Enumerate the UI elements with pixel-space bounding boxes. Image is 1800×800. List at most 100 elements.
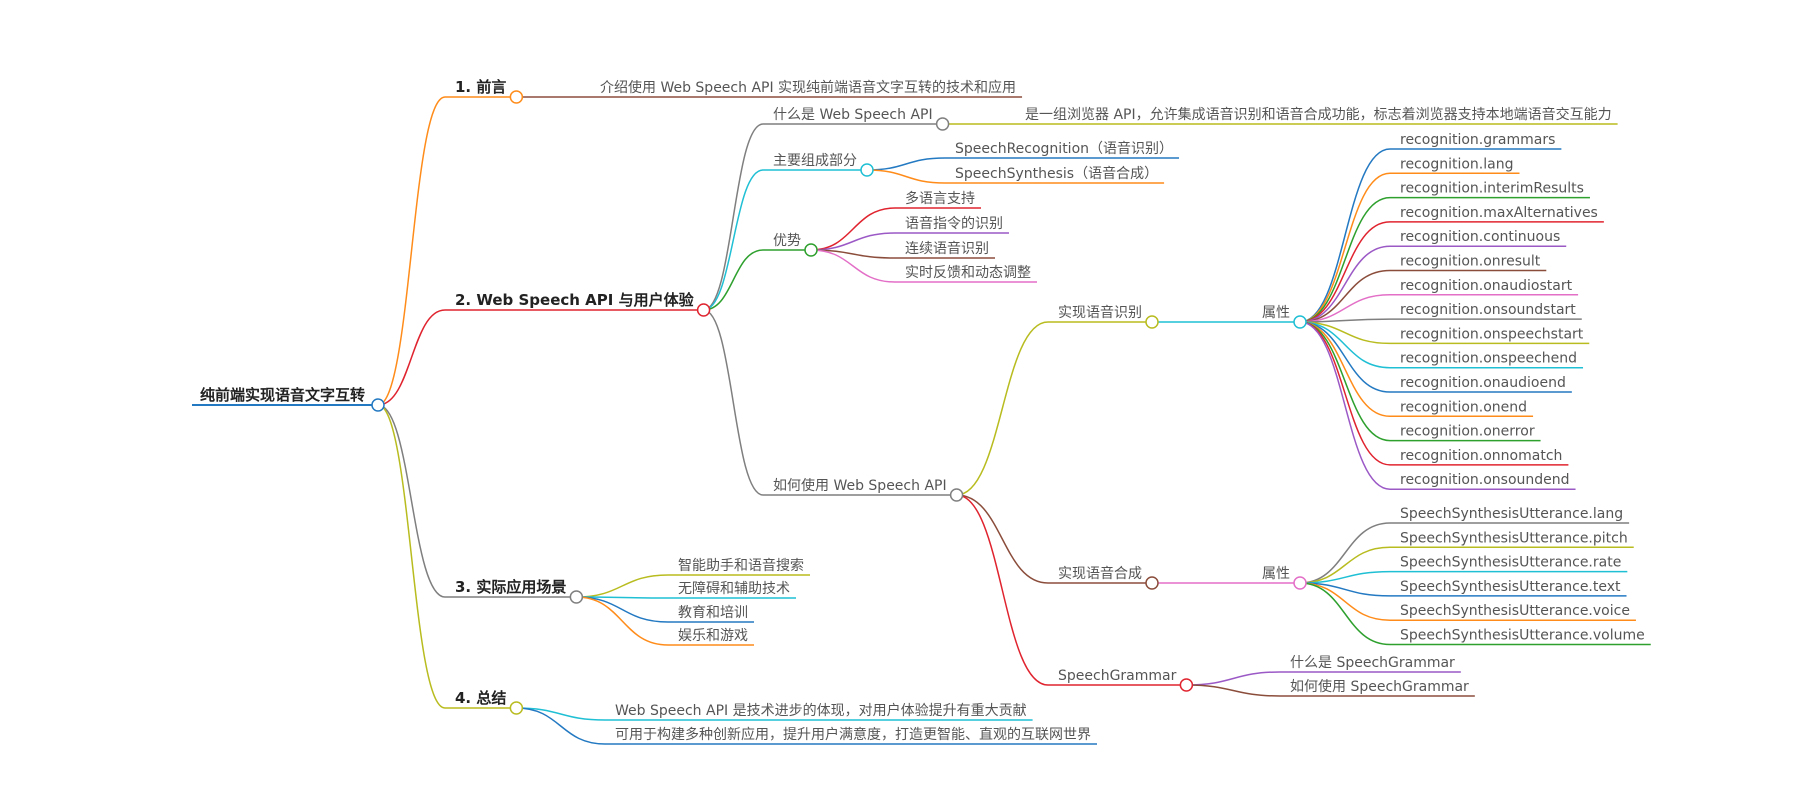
branch-3-circle[interactable] xyxy=(569,590,584,604)
topic-connector xyxy=(703,249,764,311)
branch-connector xyxy=(377,404,446,709)
grammar-leaf-connector xyxy=(1186,671,1281,686)
topic-connector xyxy=(703,309,764,496)
recognition-property: recognition.onend xyxy=(1400,399,1527,415)
topic-label: 主要组成部分 xyxy=(773,153,857,169)
recognition-property-connector xyxy=(1299,321,1391,490)
scenario-leaf-connector xyxy=(576,596,669,623)
usage-connector xyxy=(956,494,1049,686)
root-title: 纯前端实现语音文字互转 xyxy=(200,386,365,404)
component-leaf-connector xyxy=(866,169,946,184)
synthesis-property-connector xyxy=(1299,546,1391,584)
recognition-property-connector xyxy=(1299,221,1391,323)
preface-leaf: 介绍使用 Web Speech API 实现纯前端语音文字互转的技术和应用 xyxy=(600,79,1016,96)
scenario-leaf: 无障碍和辅助技术 xyxy=(678,581,790,597)
branch-4-circle[interactable] xyxy=(509,701,524,715)
recognition-property: recognition.onsoundstart xyxy=(1400,302,1576,318)
synthesis-property: SpeechSynthesisUtterance.lang xyxy=(1400,506,1623,522)
property-group-circle[interactable] xyxy=(1293,315,1307,329)
component-leaf-connector xyxy=(866,157,946,171)
branch-2-label: 2. Web Speech API 与用户体验 xyxy=(455,291,695,309)
topic-connector xyxy=(703,169,764,311)
advantage-leaf: 连续语音识别 xyxy=(905,240,989,257)
advantage-leaf-connector xyxy=(810,232,896,251)
underline-layer xyxy=(192,96,1651,745)
synthesis-property: SpeechSynthesisUtterance.rate xyxy=(1400,555,1621,571)
property-group-label: 属性 xyxy=(1262,566,1290,582)
branch-connector xyxy=(377,96,446,406)
connector-layer xyxy=(377,96,1391,745)
summary-leaf-connector xyxy=(516,707,606,745)
definition-leaf: 是一组浏览器 API，允许集成语音识别和语音合成功能，标志着浏览器支持本地端语音… xyxy=(1025,106,1612,123)
branch-connector xyxy=(377,404,446,598)
branch-2-circle[interactable] xyxy=(696,303,711,317)
usage-circle[interactable] xyxy=(1145,576,1159,590)
recognition-property: recognition.lang xyxy=(1400,156,1513,172)
advantage-leaf: 多语言支持 xyxy=(905,190,975,207)
scenario-leaf-connector xyxy=(576,574,669,598)
topic-circle[interactable] xyxy=(860,163,874,177)
node-circle-layer xyxy=(371,90,1307,715)
usage-label: 实现语音识别 xyxy=(1058,304,1142,321)
advantage-leaf: 语音指令的识别 xyxy=(905,215,1003,232)
topic-connector xyxy=(703,123,764,311)
property-group-label: 属性 xyxy=(1262,305,1290,321)
grammar-leaf: 什么是 SpeechGrammar xyxy=(1290,655,1455,671)
synthesis-property-connector xyxy=(1299,570,1391,584)
recognition-property-connector xyxy=(1299,245,1391,323)
grammar-leaf-connector xyxy=(1186,684,1281,697)
recognition-property-connector xyxy=(1299,196,1391,323)
topic-circle[interactable] xyxy=(949,488,964,502)
recognition-property: recognition.onsoundend xyxy=(1400,472,1570,488)
usage-connector xyxy=(956,321,1049,496)
synthesis-property: SpeechSynthesisUtterance.volume xyxy=(1400,628,1645,644)
branch-connector xyxy=(377,309,446,406)
synthesis-property-connector xyxy=(1299,522,1391,584)
recognition-property: recognition.onspeechstart xyxy=(1400,326,1584,342)
branch-1-circle[interactable] xyxy=(509,90,524,104)
scenario-leaf: 智能助手和语音搜索 xyxy=(678,557,804,574)
advantage-leaf: 实时反馈和动态调整 xyxy=(905,265,1031,281)
usage-connector xyxy=(956,494,1049,584)
recognition-property: recognition.interimResults xyxy=(1400,181,1584,197)
root-node-circle[interactable] xyxy=(371,398,385,412)
advantage-leaf-connector xyxy=(810,249,896,283)
recognition-property-connector xyxy=(1299,269,1391,323)
component-leaf: SpeechRecognition（语音识别） xyxy=(955,140,1173,157)
recognition-property-connector xyxy=(1299,321,1391,442)
scenario-leaf: 娱乐和游戏 xyxy=(678,628,748,644)
recognition-property: recognition.maxAlternatives xyxy=(1400,205,1598,221)
recognition-property-connector xyxy=(1299,148,1391,323)
summary-leaf: Web Speech API 是技术进步的体现，对用户体验提升有重大贡献 xyxy=(615,702,1027,719)
scenario-leaf: 教育和培训 xyxy=(678,605,748,621)
branch-4-label: 4. 总结 xyxy=(455,689,506,707)
recognition-property: recognition.onerror xyxy=(1400,424,1535,440)
synthesis-property: SpeechSynthesisUtterance.voice xyxy=(1400,603,1630,619)
advantage-leaf-connector xyxy=(810,207,896,251)
recognition-property: recognition.onspeechend xyxy=(1400,351,1577,367)
recognition-property: recognition.continuous xyxy=(1400,229,1560,245)
recognition-property: recognition.onresult xyxy=(1400,254,1541,270)
topic-circle[interactable] xyxy=(935,117,950,131)
usage-circle[interactable] xyxy=(1179,678,1194,692)
synthesis-property: SpeechSynthesisUtterance.pitch xyxy=(1400,530,1628,546)
recognition-property: recognition.onaudioend xyxy=(1400,375,1566,391)
usage-label: SpeechGrammar xyxy=(1058,668,1177,684)
recognition-property: recognition.grammars xyxy=(1400,132,1555,148)
property-group-circle[interactable] xyxy=(1293,576,1307,590)
topic-label: 如何使用 Web Speech API xyxy=(773,477,947,494)
component-leaf: SpeechSynthesis（语音合成） xyxy=(955,165,1158,182)
recognition-property: recognition.onnomatch xyxy=(1400,448,1562,464)
topic-label: 优势 xyxy=(773,233,801,249)
recognition-property-connector xyxy=(1299,172,1391,323)
scenario-leaf-connector xyxy=(576,596,669,646)
summary-leaf: 可用于构建多种创新应用，提升用户满意度，打造更智能、直观的互联网世界 xyxy=(615,726,1091,743)
branch-1-label: 1. 前言 xyxy=(455,78,506,96)
synthesis-property-connector xyxy=(1299,582,1391,646)
recognition-property-connector xyxy=(1299,321,1391,418)
topic-circle[interactable] xyxy=(804,243,818,257)
usage-circle[interactable] xyxy=(1145,315,1159,329)
recognition-property-connector xyxy=(1299,294,1391,323)
